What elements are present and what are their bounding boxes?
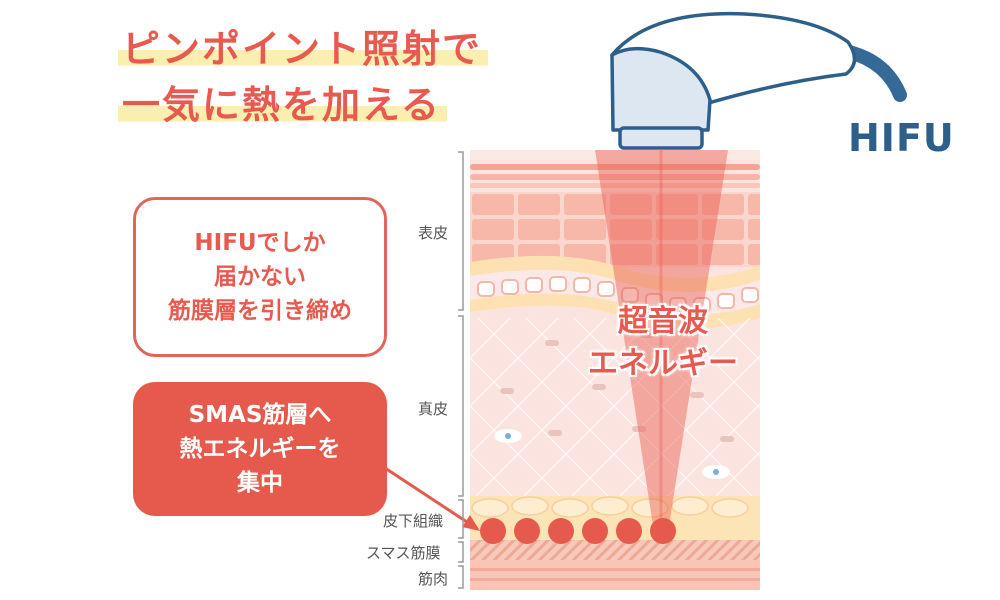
layer-label-dermis: 真皮 <box>418 400 449 418</box>
callout-line: 熱エネルギーを <box>179 436 341 462</box>
callout-line: 集中 <box>237 470 283 496</box>
layer-brackets <box>458 151 464 589</box>
callout-line: 届かない <box>214 264 306 290</box>
layer-label-subcutaneous: 皮下組織 <box>383 512 444 530</box>
headline-line-2: 一気に熱を加える <box>118 74 447 129</box>
ultrasound-beam <box>595 150 728 532</box>
beam-label-line-2: エネルギー <box>588 346 738 381</box>
focus-points <box>480 518 676 544</box>
headline-line-1: ピンポイント照射で <box>118 18 489 73</box>
focus-point <box>480 518 506 544</box>
layer-label-epidermis: 表皮 <box>418 224 449 242</box>
callout-box-smas: SMAS筋層へ 熱エネルギーを 集中 <box>133 382 387 516</box>
callout-line: 筋膜層を引き締め <box>168 298 352 324</box>
beam-label-line-1: 超音波 <box>618 304 708 339</box>
layer-label-muscle: 筋肉 <box>418 570 449 588</box>
hifu-device-illustration <box>610 11 907 150</box>
focus-point <box>548 518 574 544</box>
focus-point <box>650 518 676 544</box>
focus-point <box>514 518 540 544</box>
focus-point <box>616 518 642 544</box>
callout-box-hifu: HIFUでしか 届かない 筋膜層を引き締め <box>133 197 387 357</box>
device-label: HIFU <box>848 116 955 160</box>
focus-point <box>582 518 608 544</box>
callout-line: SMAS筋層へ <box>188 402 332 428</box>
callout-arrow <box>384 466 471 526</box>
callout-line: HIFUでしか <box>194 230 326 256</box>
layer-label-smas: スマス筋膜 <box>366 544 441 562</box>
skin-cross-section <box>470 150 760 590</box>
